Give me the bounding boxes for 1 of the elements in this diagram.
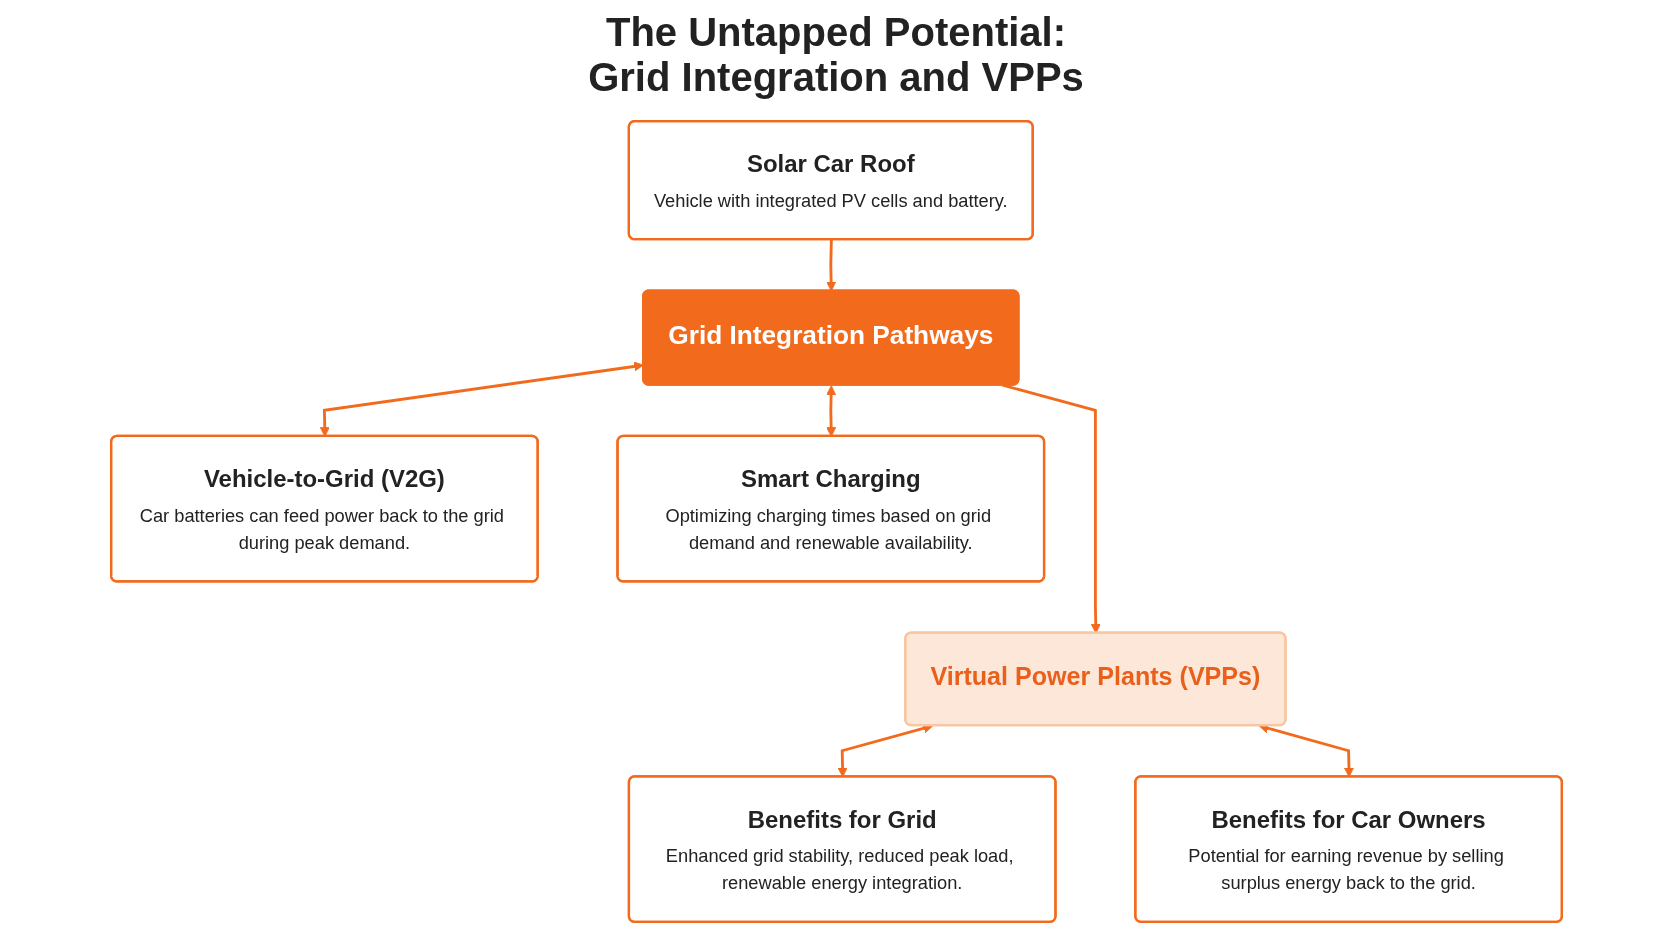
- title: The Untapped Potential: Grid Integration and VPPs: [587, 10, 1085, 100]
